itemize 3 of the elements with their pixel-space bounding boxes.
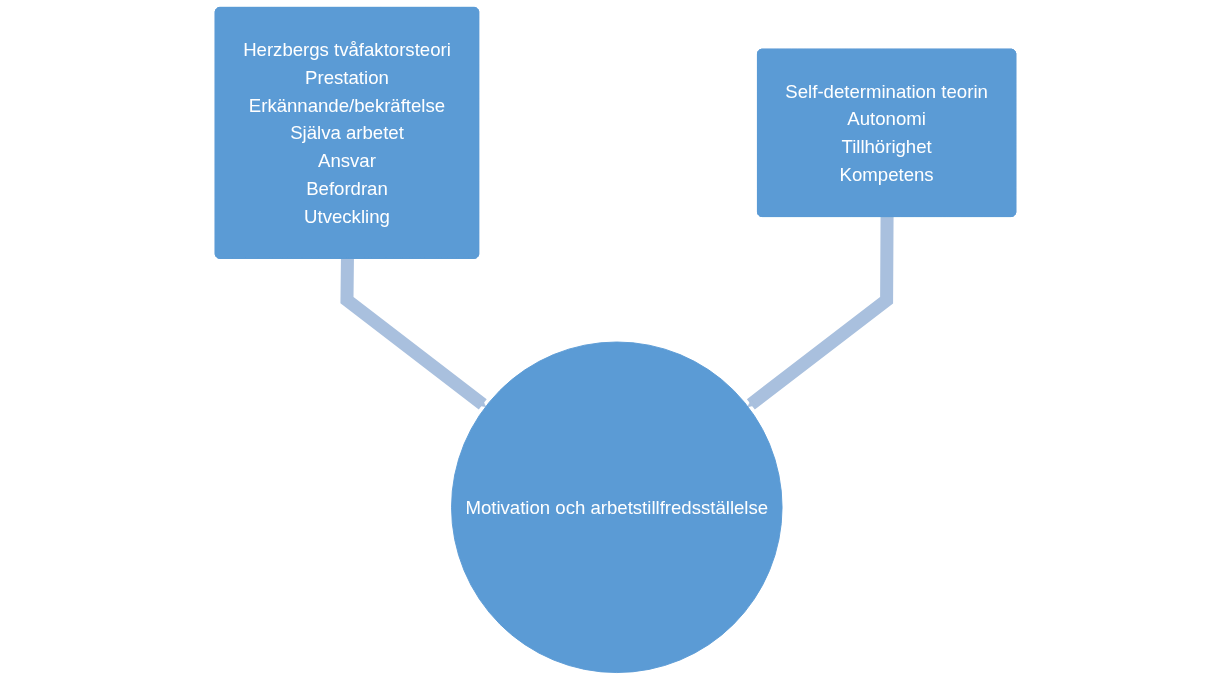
arrow: [746, 216, 894, 410]
arrow: [340, 258, 487, 410]
node-circle: Motivation och arbetstillfredsställelse: [451, 341, 783, 674]
